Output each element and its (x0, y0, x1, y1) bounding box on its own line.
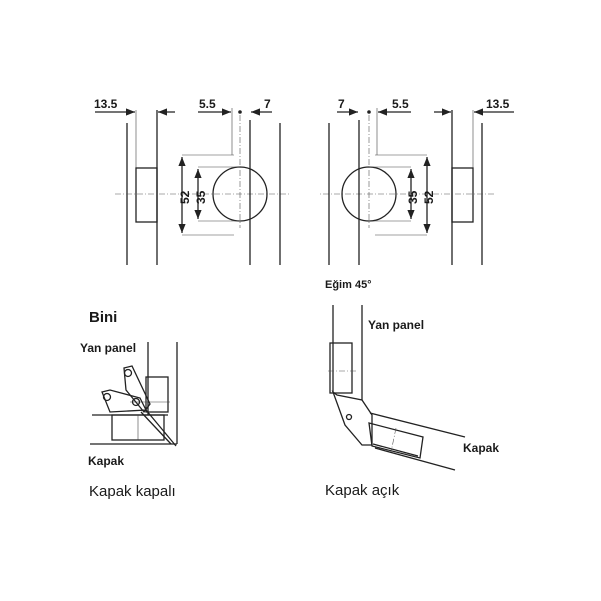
incline-label: Eğim 45° (325, 279, 372, 291)
left-plan-view (95, 108, 290, 265)
closed-hinge-drawing (90, 342, 178, 447)
closed-door-label: Kapak (88, 454, 124, 468)
closed-side-panel-label: Yan panel (80, 341, 136, 355)
left-overlay-dim: 13.5 (94, 97, 118, 111)
right-hole-spacing-dim: 52 (422, 190, 436, 204)
open-caption: Kapak açık (325, 482, 400, 499)
type-label: Bini (89, 309, 117, 326)
right-plan-view (319, 108, 514, 265)
left-edge-dim: 7 (264, 97, 271, 111)
closed-caption: Kapak kapalı (89, 483, 176, 500)
left-offset-dim: 5.5 (199, 97, 216, 111)
right-cup-diameter-dim: 35 (406, 190, 420, 204)
open-side-panel-label: Yan panel (368, 318, 424, 332)
open-hinge-drawing (328, 305, 466, 471)
right-edge-dim: 7 (338, 97, 345, 111)
right-offset-dim: 5.5 (392, 97, 409, 111)
left-hole-spacing-dim: 52 (178, 190, 192, 204)
left-cup-diameter-dim: 35 (194, 190, 208, 204)
right-overlay-dim: 13.5 (486, 97, 510, 111)
open-door-label: Kapak (463, 441, 499, 455)
